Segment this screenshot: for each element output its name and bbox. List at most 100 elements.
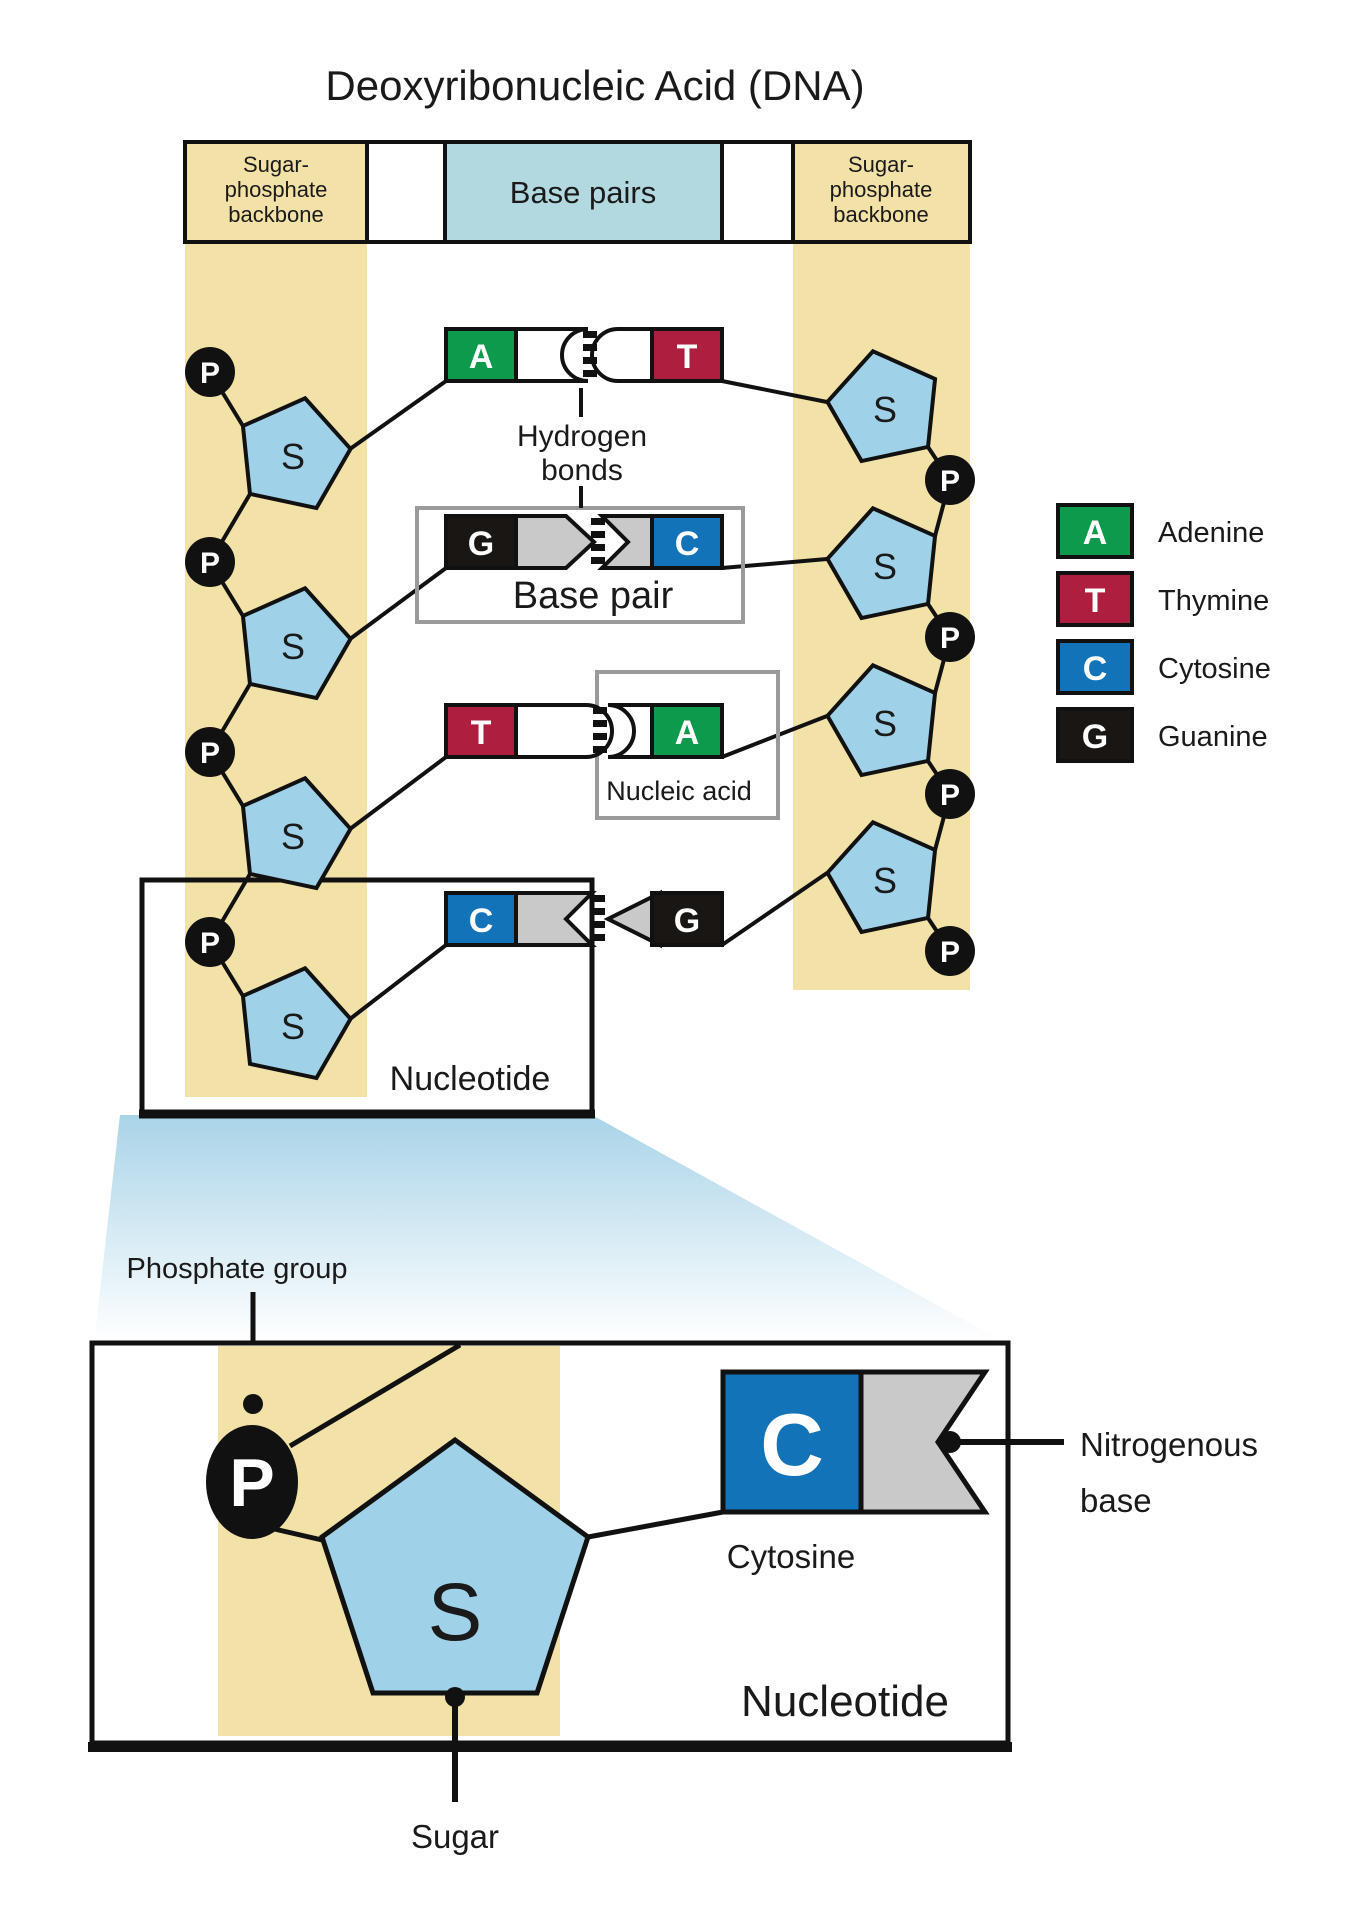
legend-letter: G	[1082, 718, 1108, 756]
header-cell-left-backbone	[183, 140, 369, 244]
nucleotide-lower-label: Nucleotide	[741, 1677, 949, 1726]
sugar-letter: S	[281, 626, 305, 667]
hydrogen-bond-dashes	[591, 518, 605, 564]
cytosine-letter-large: C	[760, 1395, 824, 1494]
base-letter: A	[469, 338, 494, 376]
base-letter: A	[675, 714, 700, 752]
sugar-letter: S	[281, 816, 305, 857]
header-right-line2: phosphate	[830, 177, 933, 202]
bond-line	[348, 943, 448, 1021]
base-plug-gray	[514, 514, 597, 570]
bond-line	[721, 557, 828, 570]
sugar-pentagon	[240, 585, 353, 701]
sugar-letter: S	[873, 703, 897, 744]
nitrogenous-base-label-line2: base	[1080, 1482, 1152, 1519]
backbone-line	[587, 1509, 724, 1540]
base-block-thymine	[650, 327, 724, 383]
hydrogen-bonds-label-line1: Hydrogen	[517, 420, 647, 453]
phosphate-circle	[185, 537, 235, 587]
legend-letter: C	[1083, 650, 1108, 688]
base-letter: T	[471, 714, 492, 752]
phosphate-letter: P	[940, 936, 960, 969]
sugar-pentagon	[825, 348, 938, 464]
legend-letter: A	[1083, 514, 1108, 552]
bond-line	[348, 379, 448, 451]
phosphate-circle	[925, 926, 975, 976]
phosphate-circle	[925, 612, 975, 662]
sugar-pentagon	[240, 395, 353, 511]
sugar-pentagon	[825, 819, 938, 935]
base-block-thymine	[444, 703, 518, 759]
phosphate-circle	[185, 917, 235, 967]
backbone-line	[288, 1342, 462, 1449]
base-block-cytosine	[444, 891, 518, 947]
sugar-pointer-dot	[445, 1687, 465, 1707]
cytosine-label: Cytosine	[727, 1538, 855, 1575]
base-socket-gray	[597, 514, 654, 570]
header-left-line1: Sugar-	[243, 152, 309, 177]
header-cell-base-pairs	[443, 140, 724, 244]
bond-line	[720, 871, 829, 947]
base-plug-white	[590, 327, 654, 383]
header-right-line1: Sugar-	[848, 152, 914, 177]
phosphate-letter: P	[940, 465, 960, 498]
legend: A Adenine T Thymine C Cytosine G Guanine	[1056, 503, 1271, 763]
base-pair-label: Base pair	[513, 575, 674, 617]
sugar-letter: S	[873, 389, 897, 430]
header-base-pairs-label: Base pairs	[510, 175, 656, 210]
phosphate-letter: P	[200, 927, 220, 960]
header-right-line3: backbone	[833, 202, 928, 227]
base-block-guanine	[444, 514, 518, 570]
page-title: Deoxyribonucleic Acid (DNA)	[325, 62, 864, 109]
hydrogen-bond-dashes	[593, 707, 607, 753]
sugar-letter: S	[873, 546, 897, 587]
phosphate-circle	[925, 455, 975, 505]
bond-line	[348, 566, 448, 641]
phosphate-pointer-dot	[243, 1394, 263, 1414]
hydrogen-bonds-label-line2: bonds	[541, 454, 623, 487]
phosphate-letter: P	[940, 779, 960, 812]
base-letter: G	[468, 525, 494, 563]
bond-line	[348, 755, 448, 831]
sugar-pentagon	[240, 965, 353, 1081]
sugar-pentagon	[825, 662, 938, 778]
sugar-letter: S	[873, 860, 897, 901]
legend-label-thymine: Thymine	[1158, 585, 1269, 617]
sugar-pentagon	[825, 505, 938, 621]
base-block-adenine	[444, 327, 518, 383]
sugar-letter-large: S	[428, 1567, 483, 1658]
nitrogenous-pointer-dot	[939, 1431, 961, 1453]
hydrogen-bond-dashes	[583, 331, 597, 377]
base-socket-white	[514, 327, 589, 383]
phosphate-letter: P	[940, 622, 960, 655]
header-cell-right-backbone	[791, 140, 972, 244]
nucleic-acid-label: Nucleic acid	[606, 776, 752, 806]
sugar-label: Sugar	[411, 1818, 499, 1855]
phosphate-group-label: Phosphate group	[127, 1253, 348, 1285]
base-socket-gray	[514, 891, 597, 947]
phosphate-letter-large: P	[229, 1445, 274, 1521]
phosphate-letter: P	[200, 737, 220, 770]
base-block-guanine	[650, 891, 724, 947]
legend-label-adenine: Adenine	[1158, 517, 1264, 549]
bond-line	[721, 714, 828, 759]
legend-swatch-adenine	[1056, 503, 1134, 559]
sugar-letter: S	[281, 436, 305, 477]
legend-letter: T	[1085, 582, 1106, 620]
base-letter: G	[674, 902, 700, 940]
nitrogenous-base-label-line1: Nitrogenous	[1080, 1426, 1258, 1463]
base-plug-white	[514, 703, 614, 759]
backbone-line	[269, 1525, 323, 1543]
sugar-pentagon	[240, 775, 353, 891]
zoom-gradient	[94, 1115, 1006, 1343]
phosphate-circle	[185, 727, 235, 777]
phosphate-letter: P	[200, 547, 220, 580]
legend-label-cytosine: Cytosine	[1158, 653, 1271, 685]
phosphate-circle	[185, 347, 235, 397]
sugar-letter: S	[281, 1006, 305, 1047]
bond-line	[721, 379, 828, 404]
nucleotide-upper-label: Nucleotide	[390, 1060, 551, 1098]
legend-swatch-guanine	[1056, 707, 1134, 763]
